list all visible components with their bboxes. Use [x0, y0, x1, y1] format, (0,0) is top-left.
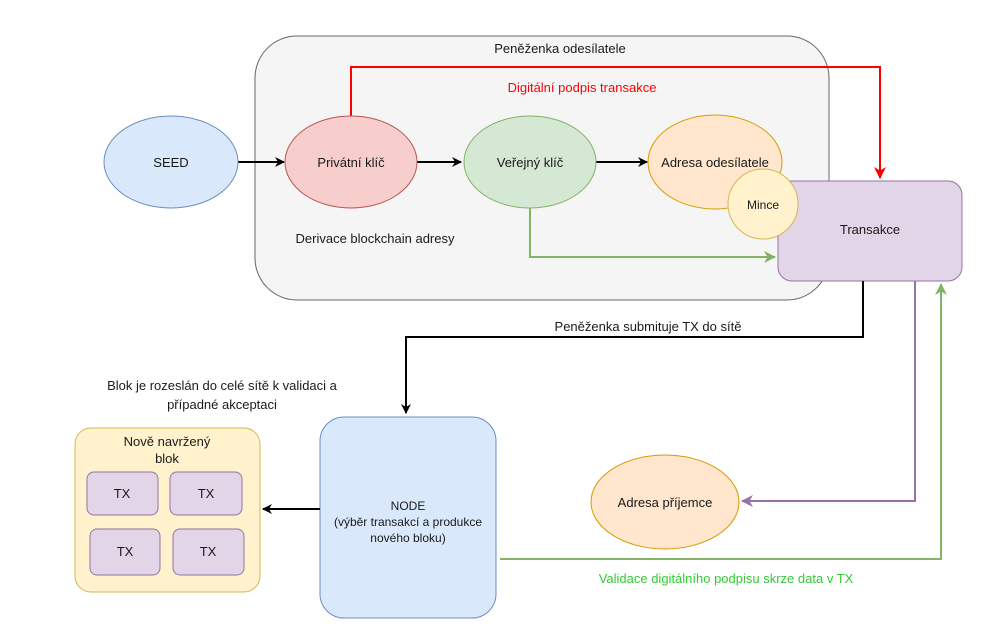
signature-validation-connector	[500, 283, 947, 560]
block-tx-label: TX	[200, 544, 217, 559]
block-broadcast-label-line-2: případné akceptaci	[167, 397, 277, 412]
block-tx-item[interactable]: TX	[172, 528, 245, 576]
recipient-address-node[interactable]: Adresa příjemce	[590, 454, 740, 550]
block-broadcast-label-line-1: Blok je rozeslán do celé sítě k validaci…	[107, 378, 338, 393]
block-tx-label: TX	[117, 544, 134, 559]
new-block-node[interactable]: Nově navržený blok TX TX TX TX	[74, 427, 261, 593]
public-key-to-transaction-connector	[529, 207, 776, 263]
private-key-node[interactable]: Privátní klíč	[284, 115, 418, 209]
public-key-label: Veřejný klíč	[497, 155, 564, 170]
network-node[interactable]: NODE (výběr transakcí a produkce nového …	[319, 416, 497, 619]
digital-signature-connector	[350, 66, 886, 179]
node-label-line-2: (výběr transakcí a produkce	[334, 515, 482, 529]
transaction-to-recipient-connector	[741, 281, 916, 507]
block-tx-label: TX	[198, 486, 215, 501]
signature-validation-label: Validace digitálního podpisu skrze data …	[599, 571, 854, 586]
coins-label: Mince	[747, 198, 779, 212]
seed-label: SEED	[153, 155, 188, 170]
block-tx-item[interactable]: TX	[86, 471, 159, 516]
node-label-line-1: NODE	[391, 499, 426, 513]
transaction-node[interactable]: Transakce	[777, 180, 963, 282]
sender-address-label: Adresa odesílatele	[661, 155, 769, 170]
transaction-label: Transakce	[840, 222, 900, 237]
node-label-line-3: nového bloku)	[370, 531, 445, 545]
wallet-group-label: Peněženka odesílatele	[494, 41, 626, 56]
new-block-label-line-1: Nově navržený	[124, 434, 211, 449]
coins-node[interactable]: Mince	[727, 168, 799, 240]
block-tx-label: TX	[114, 486, 131, 501]
seed-node[interactable]: SEED	[103, 115, 239, 209]
submit-tx-connector	[401, 281, 864, 414]
derivation-label: Derivace blockchain adresy	[296, 231, 455, 246]
recipient-address-label: Adresa příjemce	[618, 495, 713, 510]
block-tx-item[interactable]: TX	[169, 471, 243, 516]
public-key-node[interactable]: Veřejný klíč	[463, 115, 597, 209]
block-tx-item[interactable]: TX	[89, 528, 161, 576]
wallet-submits-label: Peněženka submituje TX do sítě	[555, 319, 742, 334]
private-key-label: Privátní klíč	[317, 155, 385, 170]
new-block-label-line-2: blok	[155, 451, 179, 466]
digital-signature-label: Digitální podpis transakce	[508, 80, 657, 95]
